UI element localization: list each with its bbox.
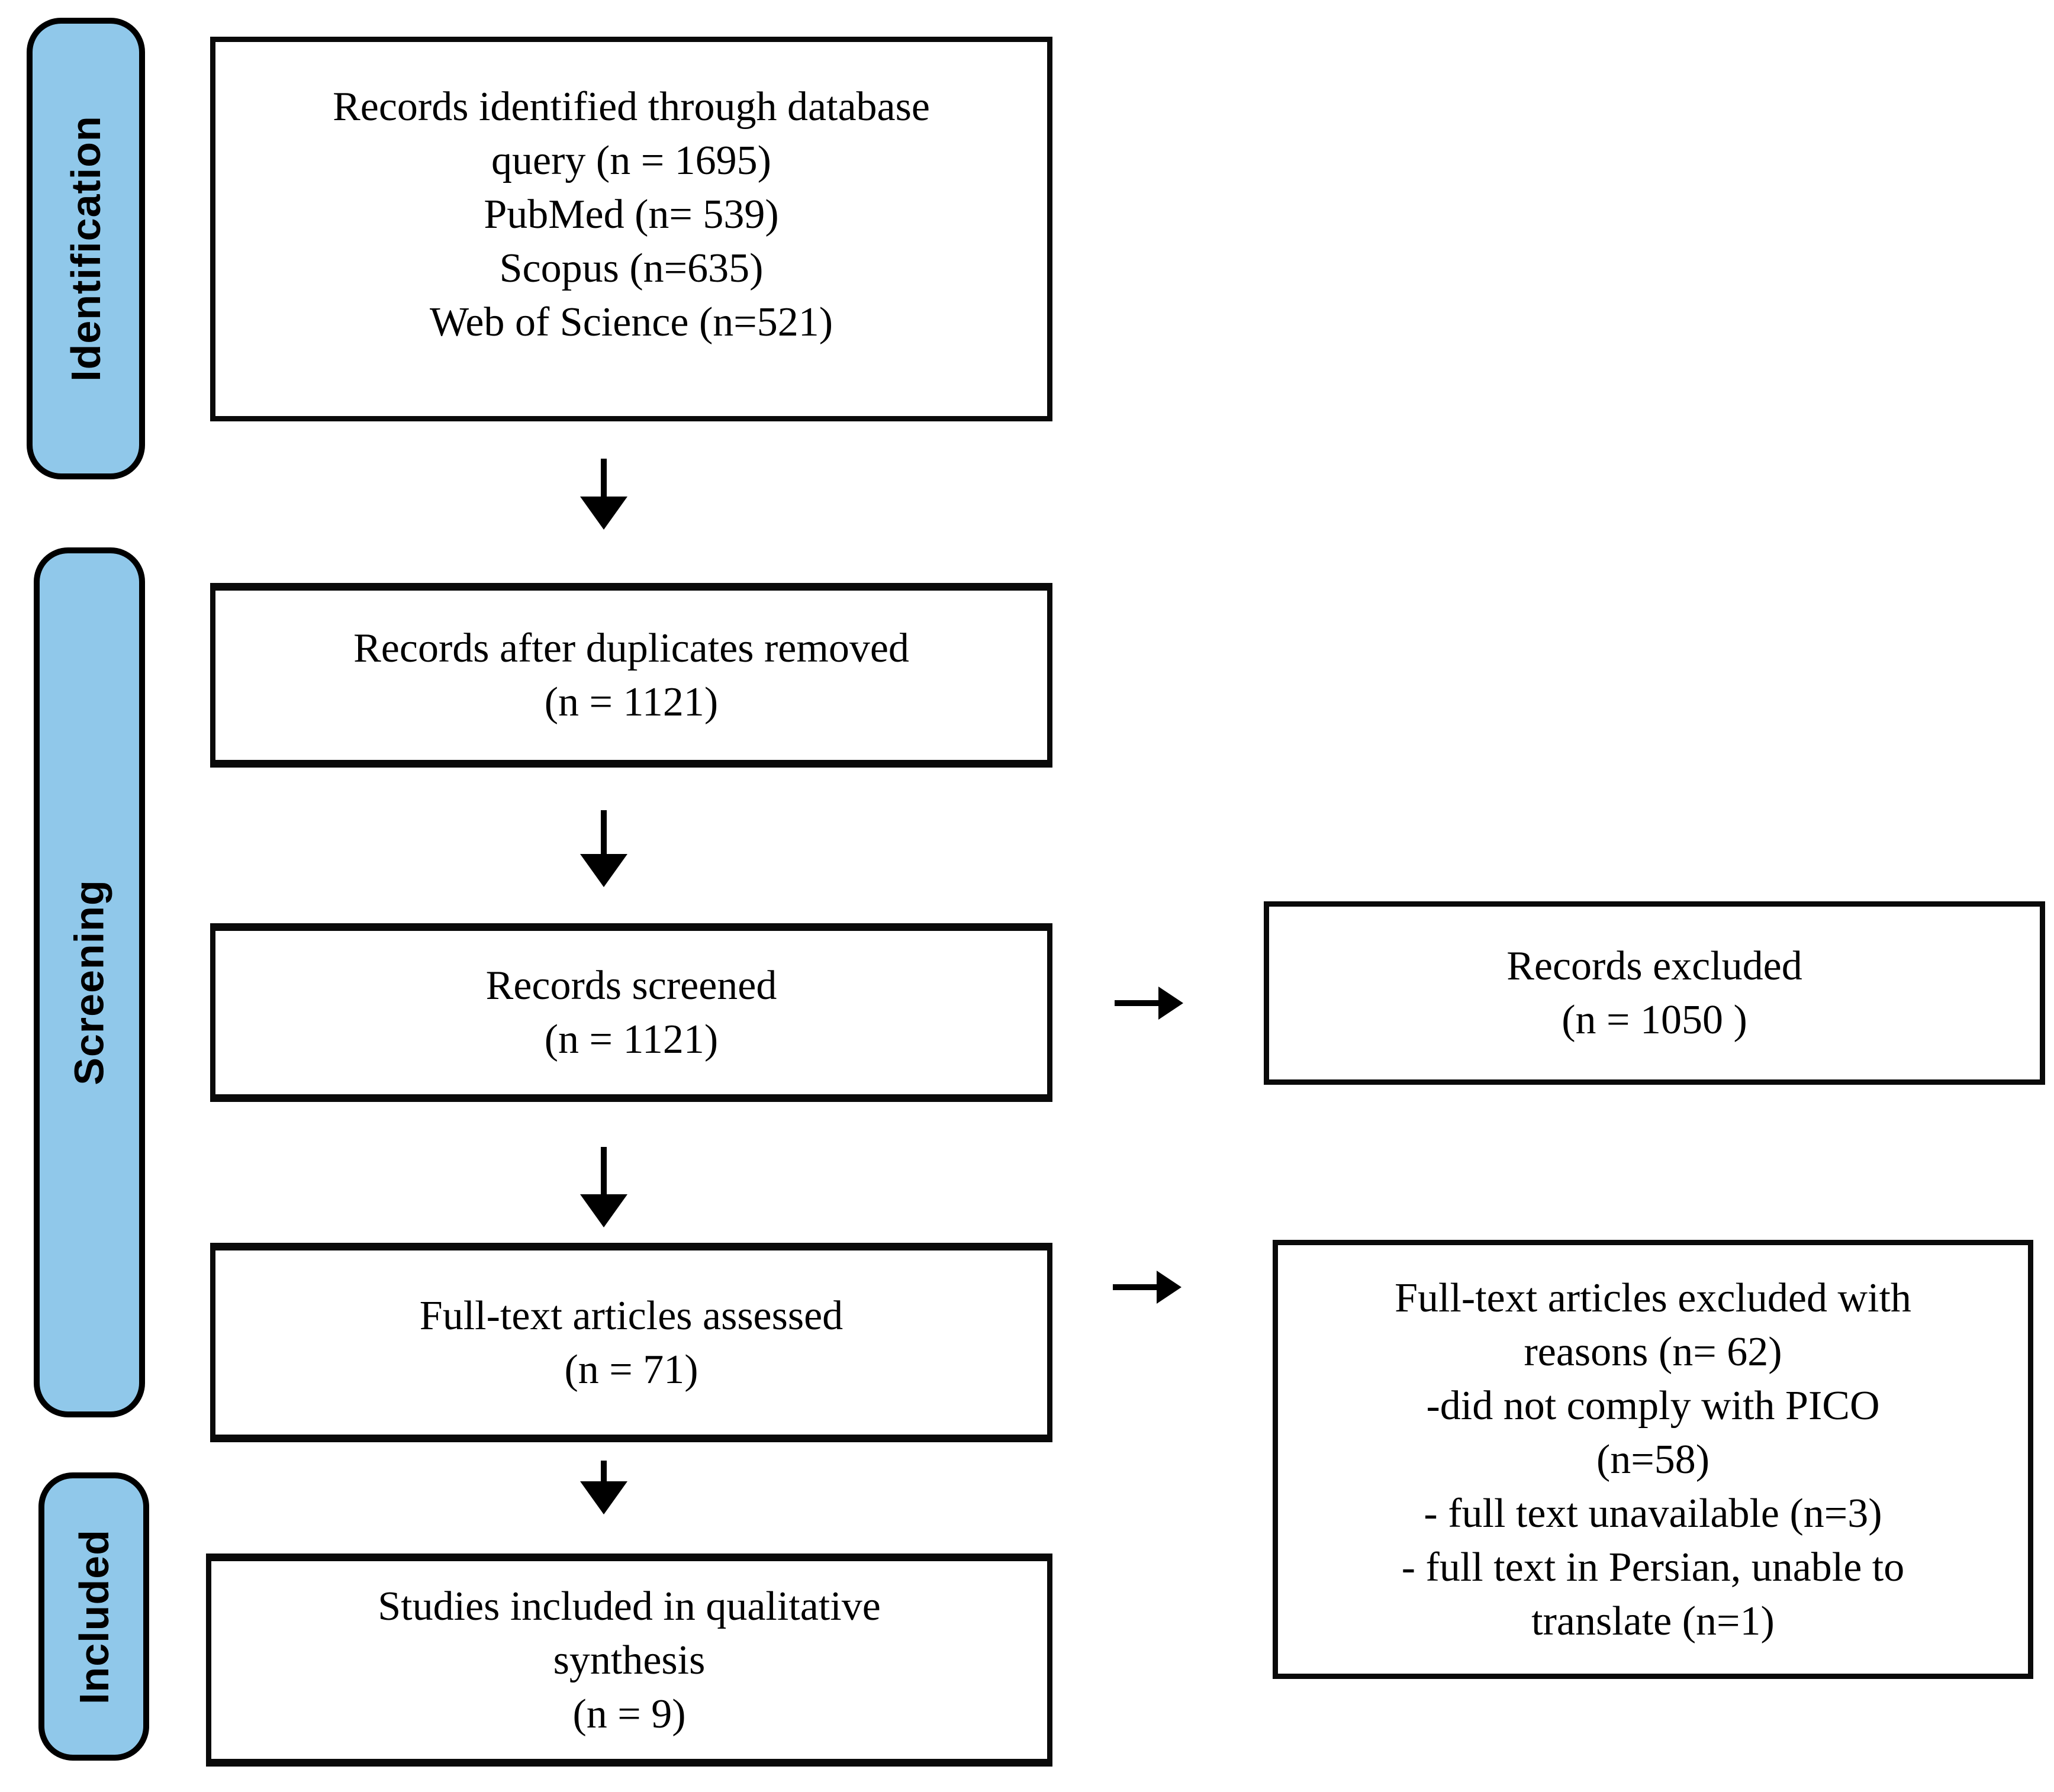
box-line: Full-text articles excluded with xyxy=(1395,1275,1911,1321)
box-records-screened: Records screened (n = 1121) xyxy=(210,923,1052,1102)
box-line: translate (n=1) xyxy=(1531,1598,1775,1644)
arrow-shaft xyxy=(1113,1284,1157,1290)
arrow-head xyxy=(580,1481,627,1514)
arrow-down-fulltext-to-included xyxy=(580,1461,627,1514)
box-line: (n = 1121) xyxy=(544,679,719,725)
arrow-head xyxy=(1158,987,1183,1020)
arrow-down-identified-to-deduplicated xyxy=(580,459,627,530)
box-line: Records excluded xyxy=(1506,943,1802,989)
box-line: Records identified through database xyxy=(333,83,930,130)
box-line: synthesis xyxy=(553,1637,706,1683)
arrow-shaft xyxy=(601,1147,607,1194)
box-line: Records screened xyxy=(485,963,777,1008)
box-line: Scopus (n=635) xyxy=(499,245,764,291)
box-line: Web of Science (n=521) xyxy=(429,299,833,345)
box-line: (n = 1121) xyxy=(544,1017,719,1062)
box-line: Records after duplicates removed xyxy=(353,626,909,671)
arrow-right-screened-to-excluded xyxy=(1115,987,1183,1020)
arrow-head xyxy=(1157,1271,1181,1304)
box-line: (n = 71) xyxy=(564,1346,698,1393)
stage-pill-screening: Screening xyxy=(34,547,145,1417)
stage-label-screening: Screening xyxy=(66,879,113,1085)
box-line: - full text unavailable (n=3) xyxy=(1424,1490,1882,1536)
arrow-shaft xyxy=(601,1461,607,1481)
arrow-shaft xyxy=(601,810,607,854)
arrow-head xyxy=(580,854,627,887)
box-studies-included: Studies included in qualitative synthesi… xyxy=(206,1554,1052,1767)
stage-pill-identification: Identification xyxy=(27,18,145,479)
arrow-shaft xyxy=(601,459,607,497)
arrow-shaft xyxy=(1115,1000,1158,1006)
box-line: Studies included in qualitative xyxy=(378,1583,881,1629)
stage-pill-included: Included xyxy=(38,1472,149,1761)
box-line: - full text in Persian, unable to xyxy=(1401,1544,1905,1590)
box-line: (n = 1050 ) xyxy=(1562,997,1747,1043)
box-duplicates-removed: Records after duplicates removed (n = 11… xyxy=(210,583,1052,768)
box-line: PubMed (n= 539) xyxy=(484,191,779,237)
stage-label-identification: Identification xyxy=(63,115,109,382)
box-line: reasons (n= 62) xyxy=(1524,1329,1782,1375)
box-line: Full-text articles assessed xyxy=(419,1293,844,1339)
box-records-identified: Records identified through database quer… xyxy=(210,37,1052,421)
box-line: (n=58) xyxy=(1596,1436,1710,1482)
box-fulltext-assessed: Full-text articles assessed (n = 71) xyxy=(210,1243,1052,1442)
arrow-right-fulltext-to-excluded xyxy=(1113,1271,1181,1304)
stage-label-included: Included xyxy=(70,1529,117,1704)
box-line: query (n = 1695) xyxy=(491,137,771,183)
box-line: -did not comply with PICO xyxy=(1426,1382,1880,1429)
arrow-head xyxy=(580,1194,627,1227)
box-line: (n = 9) xyxy=(572,1691,686,1737)
arrow-down-screened-to-fulltext xyxy=(580,1147,627,1227)
box-fulltext-excluded: Full-text articles excluded with reasons… xyxy=(1273,1240,2033,1679)
arrow-down-deduplicated-to-screened xyxy=(580,810,627,887)
box-records-excluded: Records excluded (n = 1050 ) xyxy=(1264,901,2045,1085)
arrow-head xyxy=(580,497,627,530)
